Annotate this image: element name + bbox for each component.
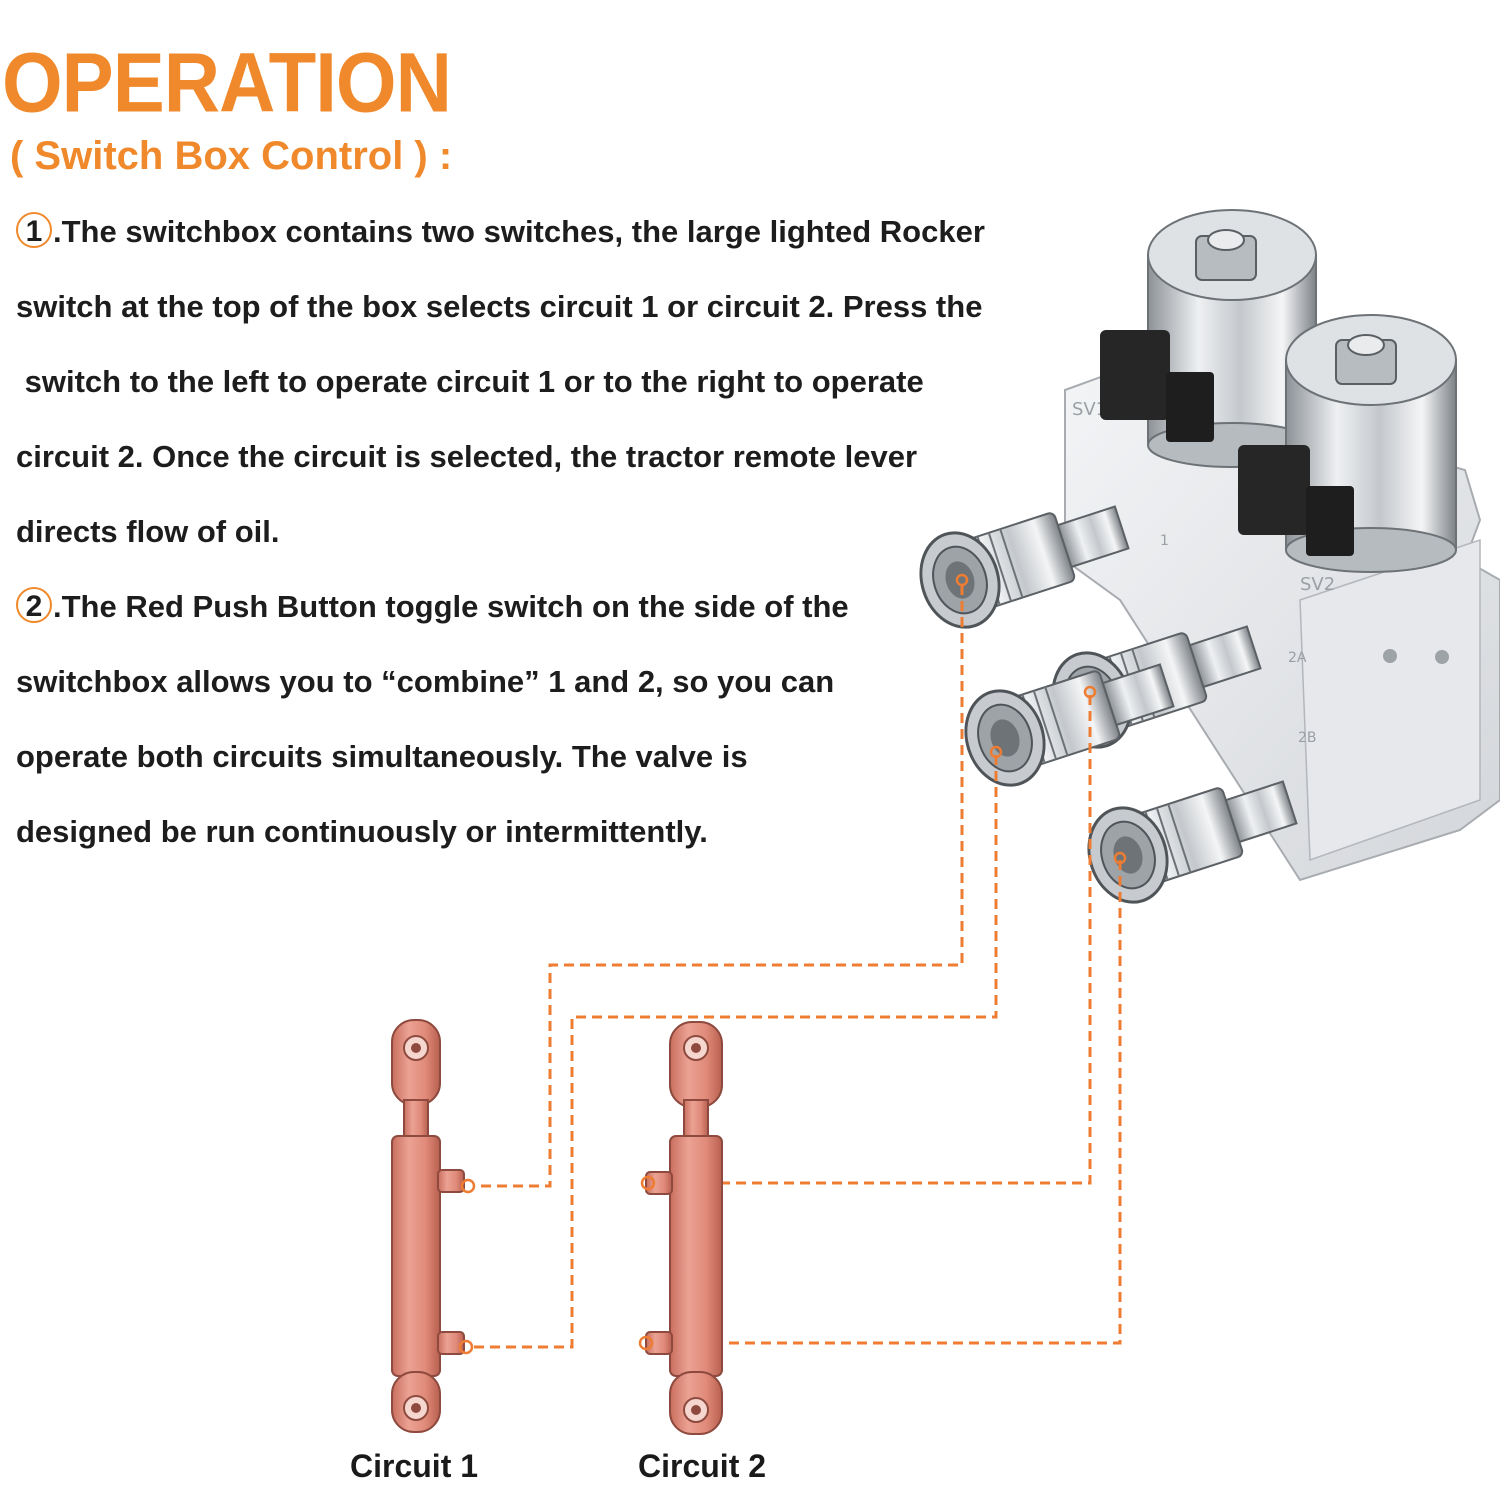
connector-plug-2 bbox=[1238, 445, 1354, 556]
step-1-line-2: switch at the top of the box selects cir… bbox=[16, 289, 983, 324]
sv1-label: SV1 bbox=[1072, 399, 1107, 420]
hose-port-markers bbox=[955, 573, 1127, 865]
step-2-line-3: operate both circuits simultaneously. Th… bbox=[16, 739, 748, 774]
page-subtitle: ( Switch Box Control ) : bbox=[10, 134, 453, 178]
step-2-line-4: designed be run continuously or intermit… bbox=[16, 814, 708, 849]
circuit-1-label: Circuit 1 bbox=[350, 1448, 479, 1484]
step-1-line-5: directs flow of oil. bbox=[16, 514, 280, 549]
sv2-label: SV2 bbox=[1300, 574, 1335, 595]
port-2b-label: 2B bbox=[1298, 730, 1317, 746]
step-2-line-1: 2.The Red Push Button toggle switch on t… bbox=[16, 585, 1126, 660]
instructions: 1.The switchbox contains two switches, t… bbox=[16, 210, 1126, 885]
step-2-line-2: switchbox allows you to “combine” 1 and … bbox=[16, 664, 835, 699]
step-1-line-3: switch to the left to operate circuit 1 … bbox=[16, 364, 924, 399]
step-1-line-4: circuit 2. Once the circuit is selected,… bbox=[16, 439, 918, 474]
step-1-number: 1 bbox=[16, 212, 52, 248]
hydraulic-cylinder-2 bbox=[638, 1021, 723, 1435]
hose-lines bbox=[474, 585, 1122, 1349]
hydraulic-cylinder-1 bbox=[391, 1019, 476, 1433]
port-2a-label: 2A bbox=[1288, 650, 1307, 666]
step-1-line-1: 1.The switchbox contains two switches, t… bbox=[16, 210, 1126, 285]
step-2-number: 2 bbox=[16, 587, 52, 623]
port-1-label: 1 bbox=[1160, 533, 1169, 549]
connector-plug-1 bbox=[1100, 330, 1214, 442]
circuit-2-label: Circuit 2 bbox=[638, 1448, 767, 1484]
page-title: OPERATION bbox=[2, 34, 452, 130]
